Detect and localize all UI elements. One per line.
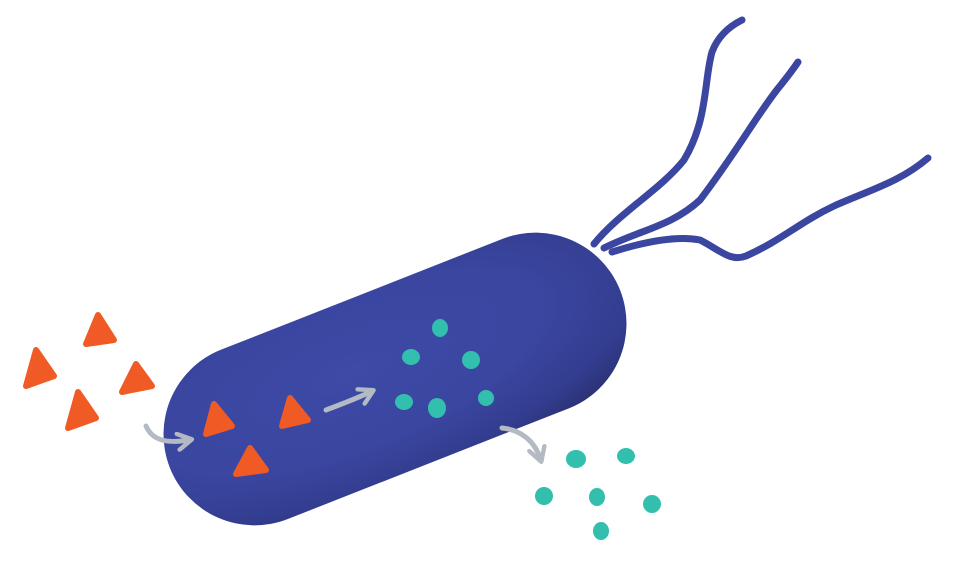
- triangle-molecule-icon: [119, 361, 155, 395]
- output-molecules-inside: [395, 319, 494, 418]
- dot-molecule-icon: [535, 487, 553, 505]
- bacterium-body: [163, 232, 627, 526]
- dot-molecule-icon: [462, 351, 480, 369]
- curved-arrow-icon: [499, 425, 540, 458]
- triangle-molecule-icon: [83, 312, 117, 347]
- dot-molecule-icon: [432, 319, 448, 337]
- flagellum-3: [608, 154, 932, 261]
- output-molecules-outside: [535, 448, 661, 540]
- dot-molecule-icon: [402, 349, 420, 365]
- flagellum-2: [600, 58, 802, 252]
- flagellum-1: [590, 16, 746, 248]
- dot-molecule-icon: [566, 450, 586, 468]
- dot-molecule-icon: [428, 398, 446, 418]
- process-arrows: [143, 392, 540, 458]
- triangle-molecule-icon: [23, 347, 57, 389]
- triangle-molecule-icon: [65, 389, 99, 431]
- dot-molecule-icon: [643, 495, 661, 513]
- triangle-molecule-icon: [279, 395, 311, 429]
- triangle-molecule-icon: [233, 445, 269, 477]
- flagella: [590, 16, 932, 261]
- curved-arrow-icon: [143, 423, 188, 441]
- dot-molecule-icon: [617, 448, 635, 464]
- curved-arrow-icon: [323, 392, 370, 413]
- input-molecules-inside: [203, 395, 311, 477]
- dot-molecule-icon: [478, 390, 494, 406]
- triangle-molecule-icon: [203, 401, 235, 437]
- input-molecules-outside: [23, 312, 155, 431]
- dot-molecule-icon: [395, 394, 413, 410]
- dot-molecule-icon: [589, 488, 605, 506]
- dot-molecule-icon: [593, 522, 609, 540]
